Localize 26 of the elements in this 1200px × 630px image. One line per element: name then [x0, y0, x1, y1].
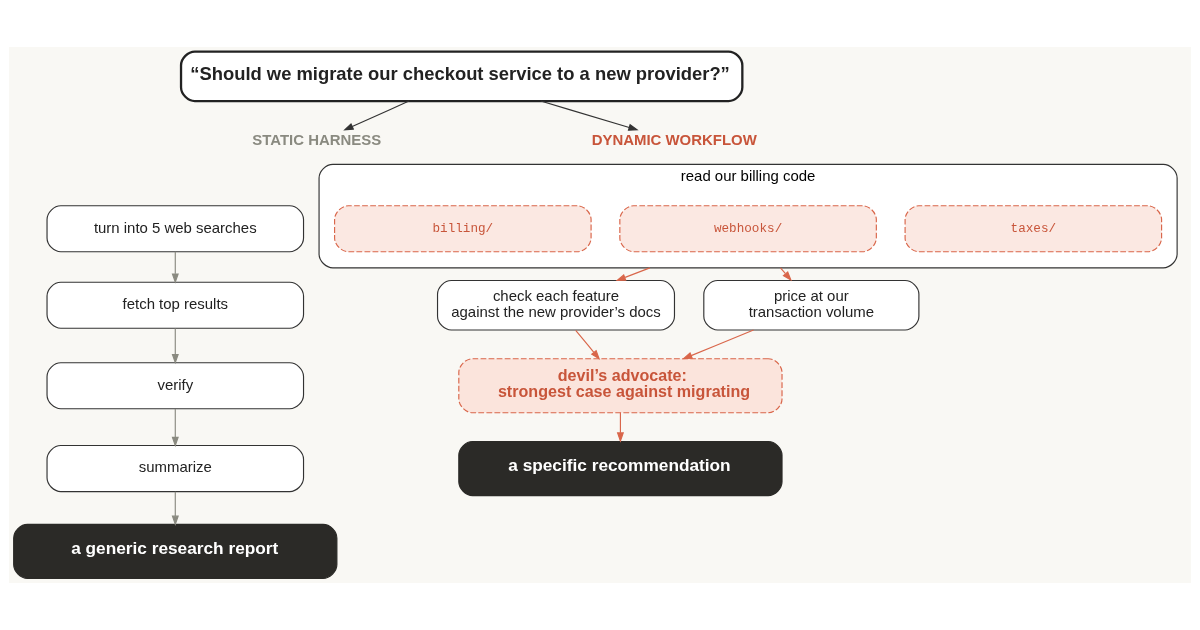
- arrow: [171, 251, 179, 284]
- node-box: “Should we migrate our checkout service to a new provider?”: [179, 50, 744, 103]
- node-box: summarize: [46, 444, 305, 493]
- arrow: [343, 100, 410, 131]
- arrow: [616, 412, 625, 443]
- node-box: taxes/: [904, 205, 1163, 253]
- node-box: price at our transaction volume: [703, 279, 920, 331]
- node-box: a generic research report: [13, 523, 338, 579]
- node-box: webhooks/: [619, 205, 877, 253]
- arrow: [171, 491, 179, 526]
- node-box: check each feature against the new provider’s docs: [436, 279, 676, 331]
- arrow: [682, 329, 755, 360]
- arrow: [540, 100, 639, 131]
- node-box: devil’s advocate: strongest case against migrating: [458, 358, 783, 414]
- node-box: a specific recommendation: [458, 440, 783, 497]
- node-text: STATIC HARNESS: [252, 131, 382, 149]
- node-text: DYNAMIC WORKFLOW: [591, 131, 757, 149]
- node-box: fetch top results: [46, 281, 305, 329]
- node-box: billing/: [334, 205, 592, 253]
- arrow: [171, 408, 179, 448]
- arrow: [615, 267, 651, 282]
- arrow: [575, 329, 601, 360]
- arrow: [779, 267, 792, 282]
- arrow: [171, 328, 179, 365]
- node-box: turn into 5 web searches: [46, 205, 305, 253]
- node-box: verify: [46, 362, 305, 410]
